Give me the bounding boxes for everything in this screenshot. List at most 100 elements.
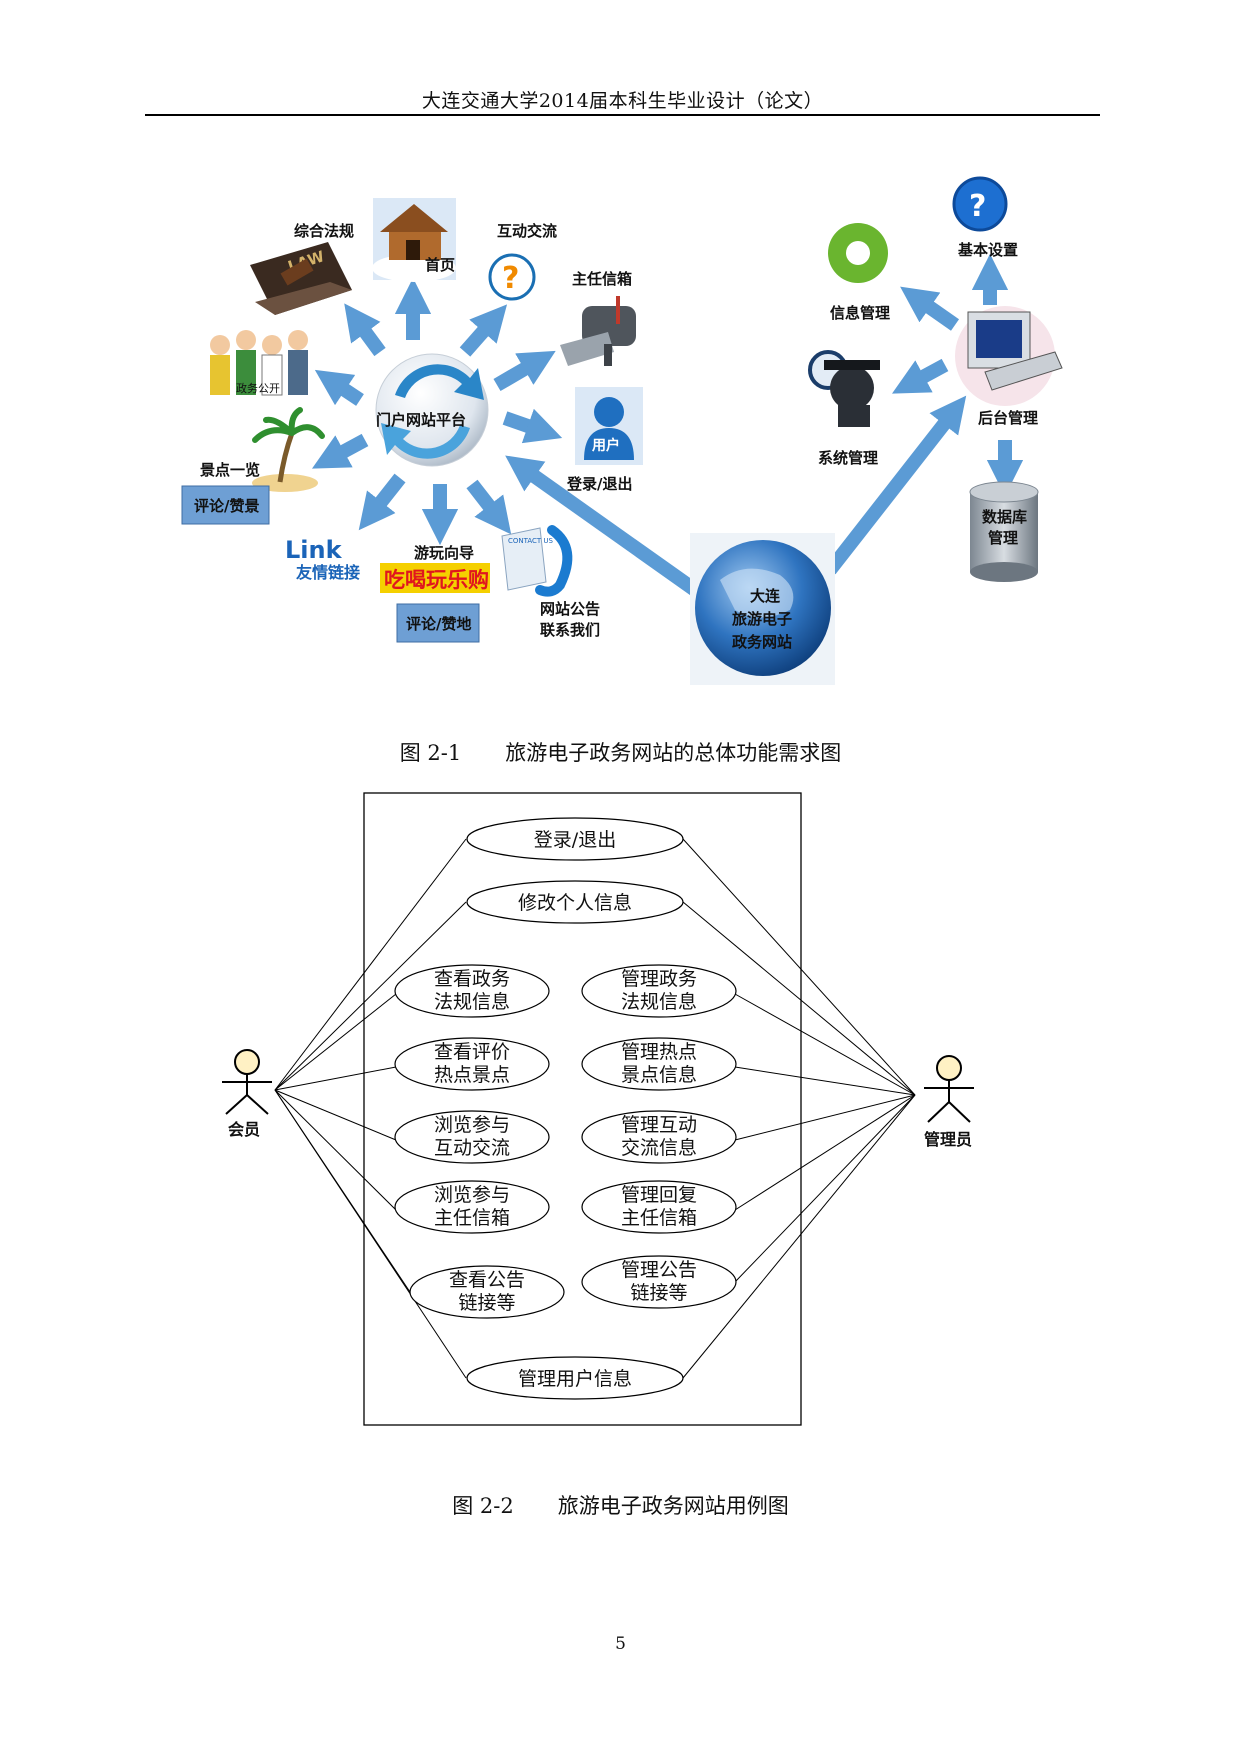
uc-modify-profile — [466, 880, 684, 924]
running-header: 大连交通大学2014届本科生毕业设计（论文） — [421, 90, 824, 112]
arrow-to-info — [900, 286, 960, 331]
uc-view-rate-line2: 热点景点 — [434, 1064, 510, 1086]
scenic-comment-box — [181, 485, 270, 525]
uc-mng-spot-line1: 管理热点 — [621, 1041, 697, 1063]
arrow-to-contact — [466, 479, 512, 535]
scenic-label: 景点一览 — [200, 461, 260, 479]
gavel-icon — [280, 258, 314, 286]
uc-view-notice — [409, 1265, 565, 1319]
contact-node: CONTACT US 网站公告 联系我们 — [501, 525, 600, 639]
member-head-icon — [234, 1049, 260, 1075]
page-number: 5 — [615, 1634, 626, 1654]
house-icon — [380, 204, 448, 232]
user-node: 用户 登录/退出 — [566, 387, 643, 493]
laws-node: 综合法规 LAW — [250, 222, 354, 315]
arrow-to-user — [502, 408, 563, 444]
uc-login-label: 登录/退出 — [534, 829, 616, 851]
uc-manage-spot — [581, 1037, 737, 1091]
uc-mng-mail-line2: 主任信箱 — [621, 1207, 697, 1229]
use-case-labels: 登录/退出 修改个人信息 查看政务 法规信息 查看评价 热点景点 浏览参与 互动… — [434, 829, 697, 1390]
uc-browse-mail-line1: 浏览参与 — [434, 1184, 510, 1206]
actor-member — [222, 1049, 272, 1115]
database-icon — [970, 492, 1038, 572]
scenic-node: 景点一览 评论/赞景 — [181, 407, 325, 525]
uc-view-law-line1: 查看政务 — [434, 968, 510, 990]
basic-label: 基本设置 — [957, 241, 1018, 259]
uc-manage-user — [466, 1356, 684, 1400]
tourism-site-globe: 大连 旅游电子 政务网站 — [690, 533, 835, 685]
envelope-icon — [501, 527, 547, 591]
uc-mng-spot-line2: 景点信息 — [621, 1064, 697, 1086]
people-icon — [210, 330, 308, 396]
arrow-to-laws — [344, 303, 386, 357]
system-management-node: 系统管理 — [808, 350, 880, 467]
portal-hub: 门户网站平台 — [375, 353, 489, 467]
arrow-to-mailbox — [493, 350, 556, 392]
globe-line-3: 政务网站 — [732, 633, 792, 651]
tour-label: 游玩向导 — [414, 544, 474, 562]
admin-associations — [682, 838, 916, 1379]
gov-open-node: 政务公开 — [210, 330, 308, 396]
database-node: 数据库 管理 — [969, 481, 1039, 582]
tour-comment-box — [396, 603, 480, 643]
actor-member-label: 会员 — [228, 1120, 260, 1139]
uc-browse-int-line2: 互动交流 — [434, 1137, 510, 1159]
uc-mng-notice-line1: 管理公告 — [621, 1259, 697, 1281]
actor-admin-label: 管理员 — [924, 1130, 972, 1149]
tour-box-label: 评论/赞地 — [406, 615, 471, 633]
uc-mng-notice-line2: 链接等 — [630, 1282, 687, 1304]
svg-text:?: ? — [502, 261, 519, 296]
uc-view-notice-line1: 查看公告 — [449, 1269, 525, 1291]
system-boundary — [363, 792, 802, 1426]
uc-browse-interact — [394, 1110, 550, 1164]
contact-label: 联系我们 — [540, 621, 600, 639]
uc-view-rate-line1: 查看评价 — [434, 1041, 510, 1063]
arrow-to-gov-open — [314, 369, 364, 406]
hub-arrows — [311, 253, 1024, 596]
tour-banner-text: 吃喝玩乐购 — [384, 568, 489, 592]
uc-mng-mail-line1: 管理回复 — [621, 1184, 697, 1206]
figure-2-1-number: 图 2-1 — [399, 741, 462, 765]
palm-tree-icon — [277, 432, 295, 483]
svg-text:?: ? — [969, 189, 986, 224]
uc-mng-law-line2: 法规信息 — [621, 991, 697, 1013]
mailbox-label: 主任信箱 — [572, 270, 632, 288]
uc-modify-label: 修改个人信息 — [518, 892, 632, 914]
uc-manage-notice — [581, 1255, 737, 1309]
info-management-node: 信息管理 — [828, 223, 890, 322]
notice-label: 网站公告 — [540, 600, 600, 618]
uc-manage-interact — [581, 1110, 737, 1164]
interact-label: 互动交流 — [497, 222, 557, 240]
hub-label: 门户网站平台 — [376, 411, 466, 429]
basic-settings-node: ? 基本设置 — [952, 176, 1018, 259]
globe-line-2: 旅游电子 — [732, 610, 792, 628]
scenic-box-label: 评论/赞景 — [194, 497, 259, 515]
home-label: 首页 — [425, 256, 455, 274]
uc-manage-law — [581, 964, 737, 1018]
user-label: 用户 — [592, 437, 620, 454]
interact-node: 互动交流 ? — [488, 222, 557, 301]
uc-mng-law-line1: 管理政务 — [621, 968, 697, 990]
login-label: 登录/退出 — [566, 475, 632, 493]
admin-head-icon — [936, 1055, 962, 1081]
info-label: 信息管理 — [830, 304, 890, 322]
uc-browse-int-line1: 浏览参与 — [434, 1114, 510, 1136]
figure-2-1-diagram: 门户网站平台 综合法规 LAW 首页 互动交流 ? 主任信箱 — [181, 176, 1063, 685]
arrow-globe-to-hub — [505, 455, 700, 596]
extra-member-line — [274, 1089, 467, 1379]
arrow-to-scenic — [311, 433, 369, 469]
arrow-globe-to-backend — [824, 395, 967, 575]
contact-card-text: CONTACT US — [508, 537, 554, 545]
backend-label: 后台管理 — [978, 409, 1038, 427]
uc-mng-int-line1: 管理互动 — [621, 1114, 697, 1136]
user-avatar-icon — [594, 397, 624, 427]
use-cases — [394, 817, 737, 1400]
laws-label: 综合法规 — [294, 222, 354, 240]
gov-open-label: 政务公开 — [236, 381, 280, 395]
uc-manage-mailbox — [581, 1180, 737, 1234]
link-logo-text: Link — [285, 536, 343, 564]
arrow-to-link — [358, 473, 406, 531]
help-circle-icon — [952, 176, 1008, 232]
